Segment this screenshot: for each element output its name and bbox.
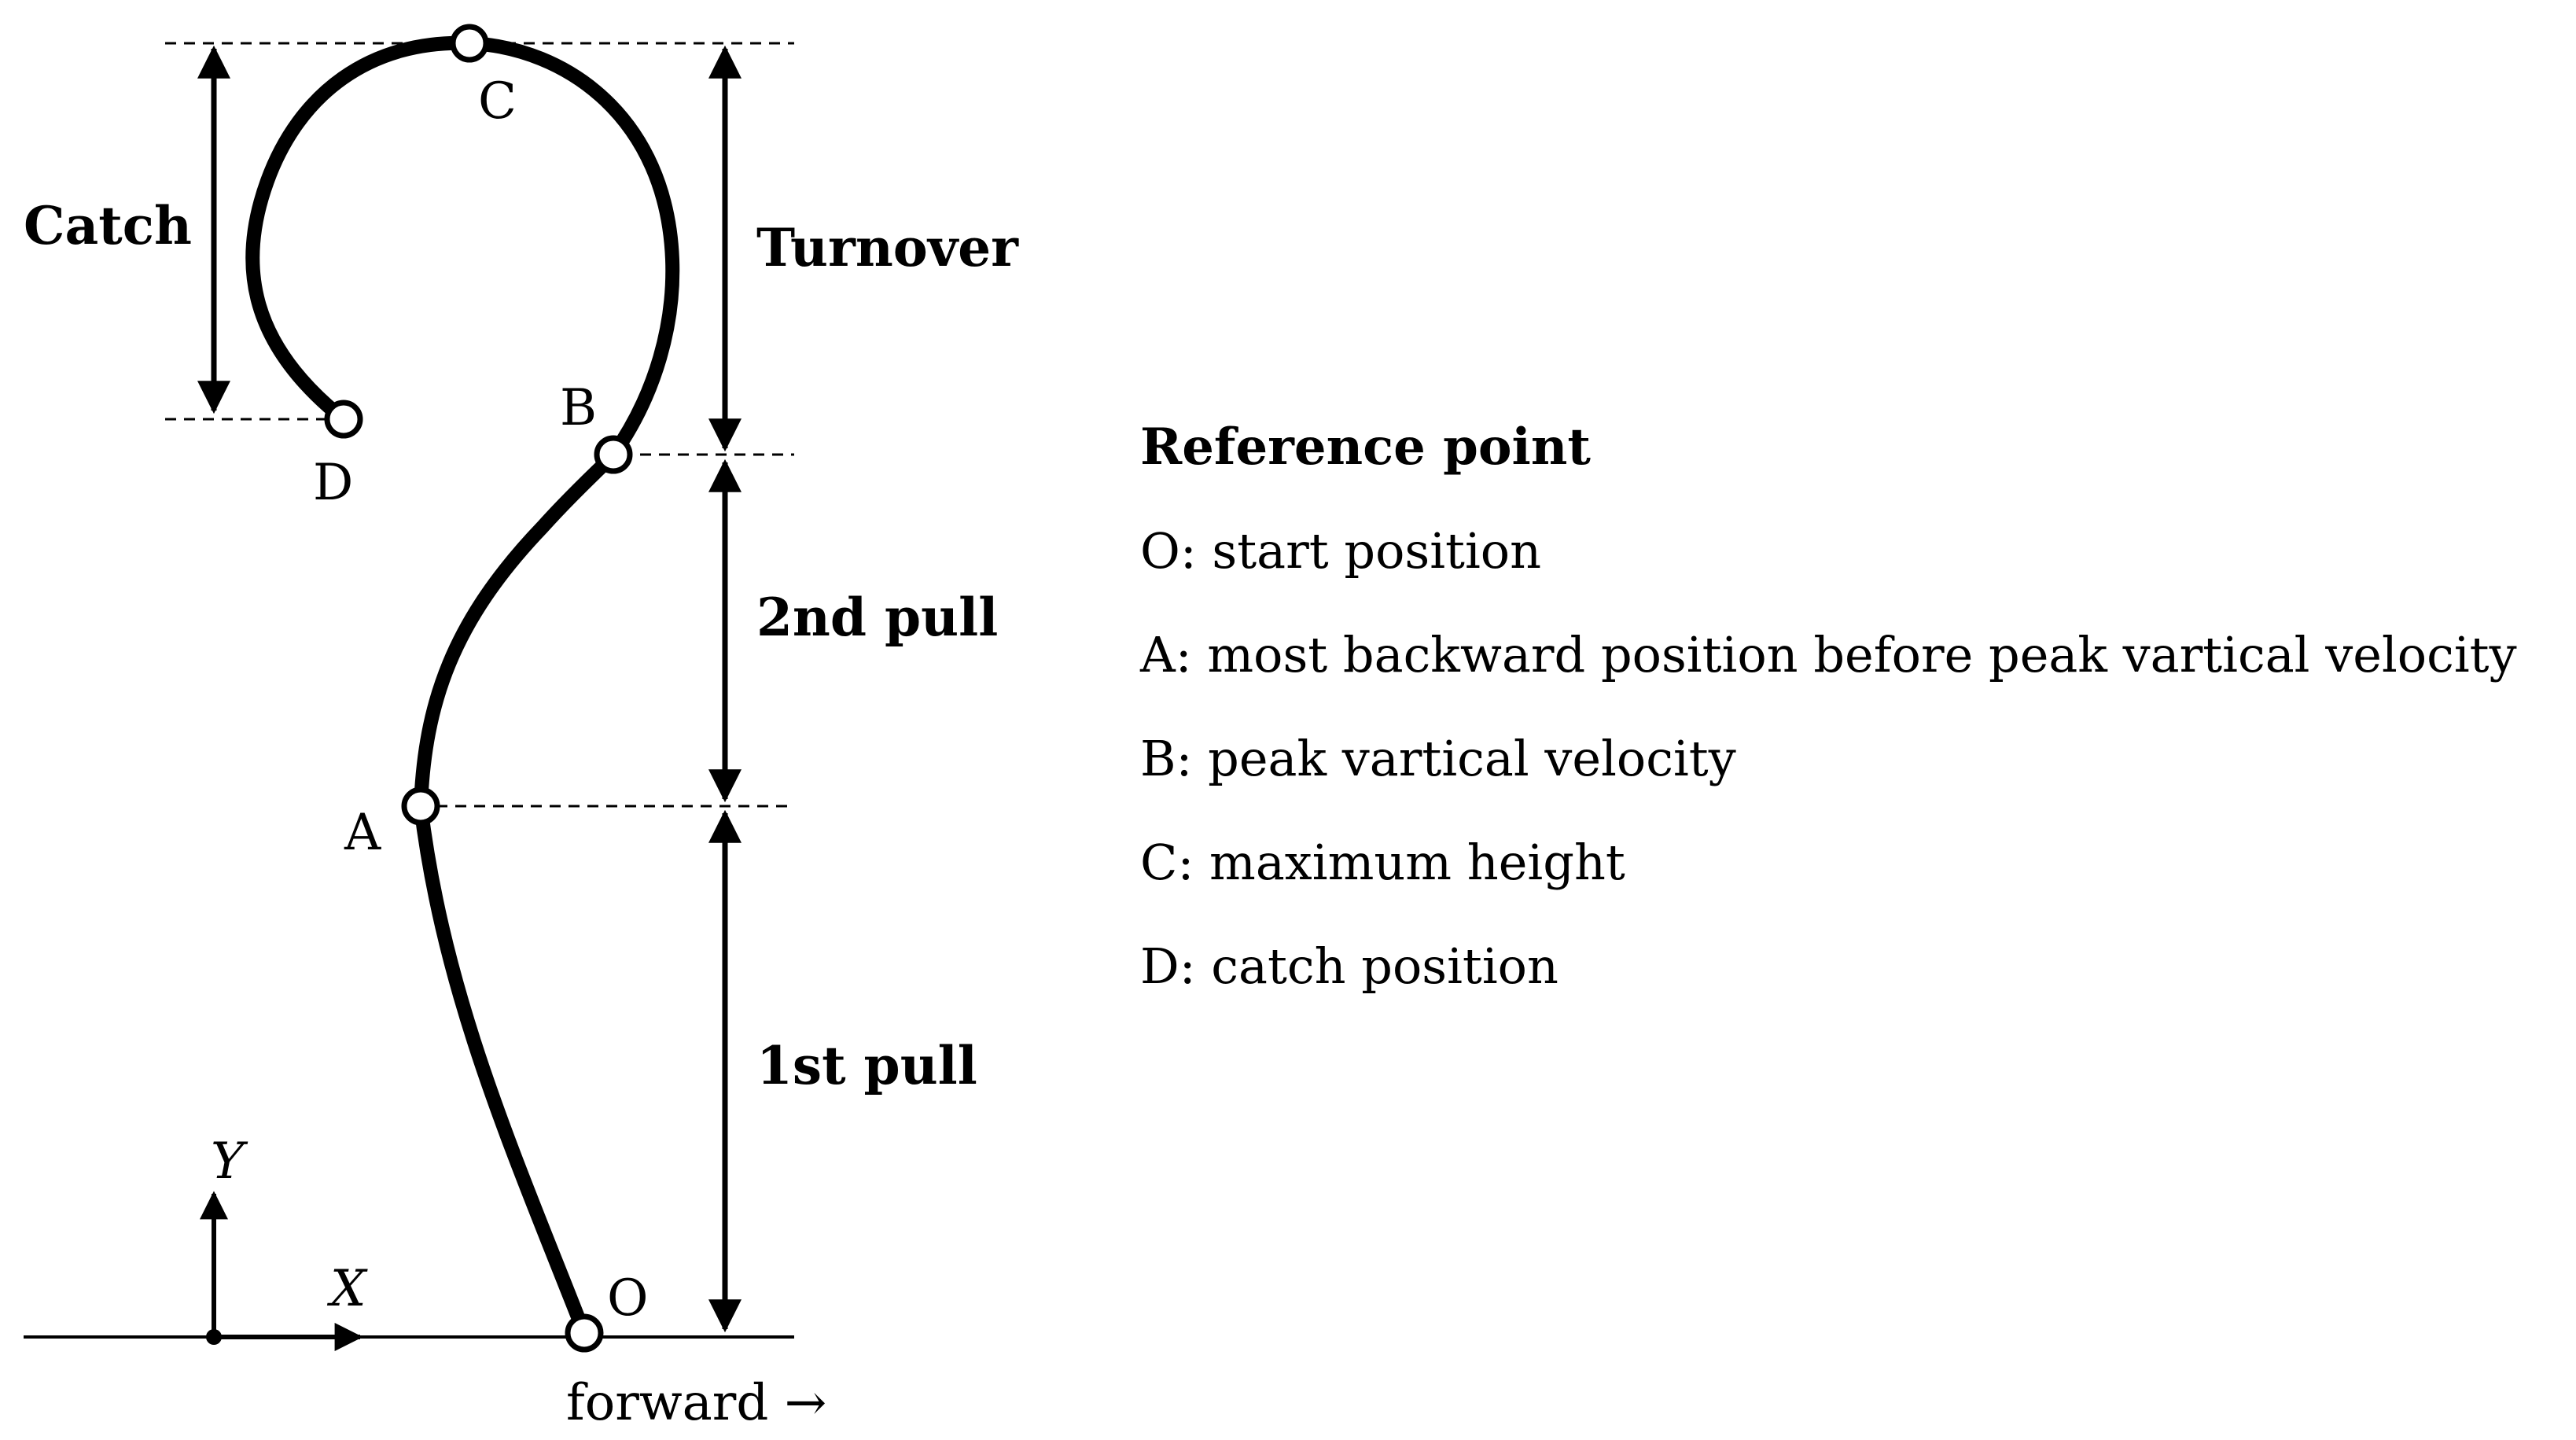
second-pull-phase-label: 2nd pull bbox=[756, 587, 998, 648]
point-b-marker bbox=[594, 435, 633, 474]
bar-path-trajectory bbox=[245, 35, 680, 1340]
point-d-marker bbox=[324, 400, 363, 439]
legend-item-c: C: maximum height bbox=[1140, 834, 1625, 891]
reference-point-legend: Reference point O: start position A: mos… bbox=[1140, 417, 2571, 1040]
point-c-marker bbox=[450, 24, 489, 63]
point-a-label: A bbox=[344, 804, 381, 862]
legend-list: O: start position A: most backward posit… bbox=[1140, 521, 2571, 997]
point-d-label: D bbox=[313, 454, 353, 512]
point-o-marker bbox=[565, 1313, 604, 1353]
point-c-label: C bbox=[478, 72, 517, 131]
point-a-marker bbox=[401, 786, 440, 826]
axis-origin-dot bbox=[206, 1329, 222, 1345]
turnover-phase-label: Turnover bbox=[756, 217, 1019, 278]
legend-item-a: A: most backward position before peak va… bbox=[1140, 626, 2517, 683]
catch-phase-label: Catch bbox=[24, 195, 192, 256]
x-axis-label: X bbox=[326, 1260, 368, 1318]
legend-item-o: O: start position bbox=[1140, 522, 1542, 580]
first-pull-phase-label: 1st pull bbox=[756, 1035, 977, 1096]
y-axis-label: Y bbox=[211, 1132, 248, 1191]
point-o-label: O bbox=[607, 1269, 648, 1328]
legend-item-b: B: peak vartical velocity bbox=[1140, 730, 1736, 787]
point-b-label: B bbox=[560, 379, 597, 437]
legend-item-d: D: catch position bbox=[1140, 937, 1558, 995]
legend-title: Reference point bbox=[1140, 418, 1591, 477]
forward-direction-label: forward → bbox=[566, 1374, 826, 1432]
